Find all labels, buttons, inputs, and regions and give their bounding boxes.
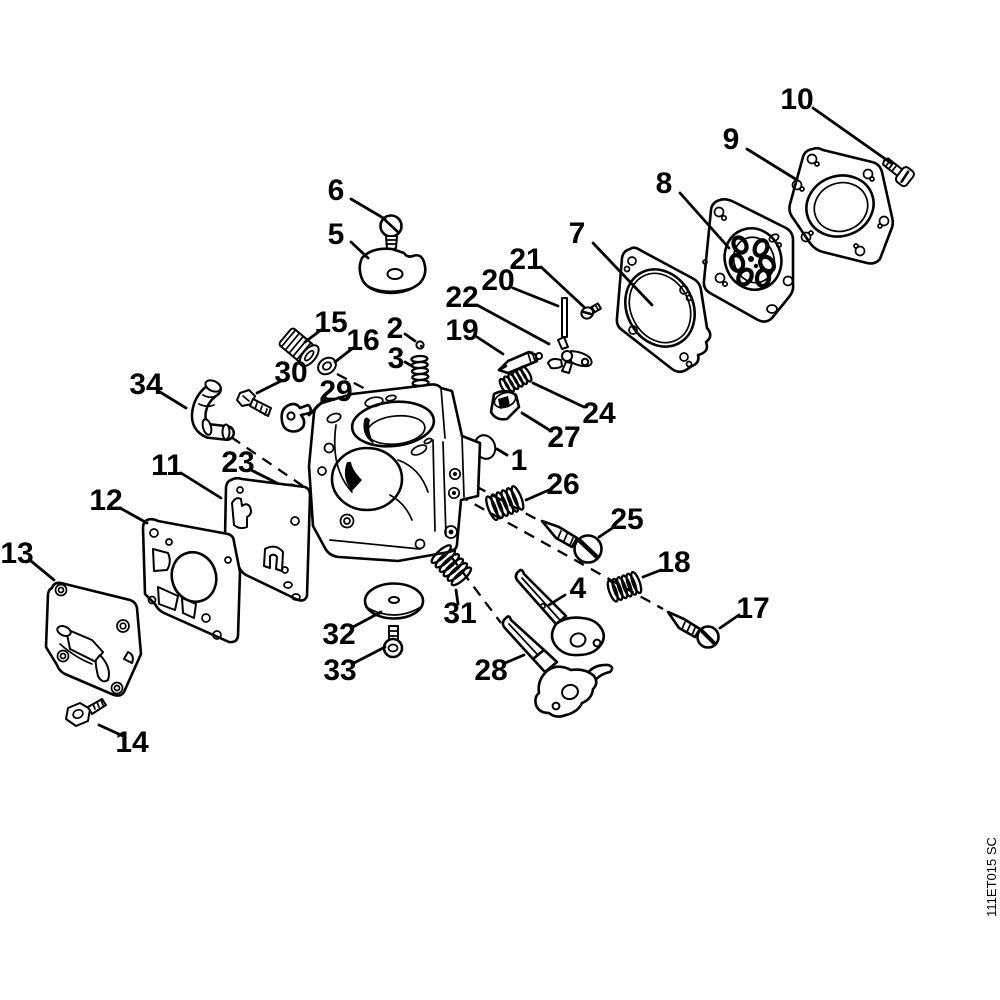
callout-9: 9 [723,123,740,156]
part-30-drawing [236,389,272,417]
part-6-drawing [379,214,403,251]
callout-5: 5 [328,218,345,251]
callout-leaders [29,106,893,738]
callout-20: 20 [481,264,514,297]
part-7-drawing [615,246,712,374]
callout-22: 22 [445,281,478,314]
callout-19: 19 [445,314,478,347]
callout-33: 33 [323,654,356,687]
part-22-drawing [547,336,593,374]
callout-2: 2 [387,312,404,345]
callout-13: 13 [0,537,33,570]
callout-30: 30 [274,356,307,389]
callout-15: 15 [314,306,347,339]
callout-17: 17 [736,592,769,625]
part-18-drawing [606,571,643,603]
callout-27: 27 [547,421,580,454]
part-20-drawing [561,297,568,338]
callout-12: 12 [89,484,122,517]
part-29-drawing [280,402,312,433]
part-8-drawing [702,198,795,323]
callout-23: 23 [221,446,254,479]
part-32-drawing [363,582,425,620]
part-31-drawing [430,544,473,587]
part-26-drawing [485,485,525,522]
axis-line [457,493,664,611]
part-5-drawing [358,247,427,295]
callout-25: 25 [610,503,643,536]
callout-8: 8 [656,167,673,200]
part-11-drawing [223,476,312,602]
callout-6: 6 [328,174,345,207]
callout-1: 1 [511,444,528,477]
part-24-drawing [498,365,533,396]
callout-10: 10 [780,83,813,116]
callout-31: 31 [443,597,476,630]
callout-4: 4 [570,572,587,605]
axis-line [336,372,376,396]
part-10-drawing [882,157,915,188]
part-3-drawing [410,354,430,388]
figure-code: 111ET015 SC [984,837,999,917]
part-13-drawing [44,581,143,697]
callout-7: 7 [569,217,586,250]
part-17-drawing [666,610,720,649]
callout-28: 28 [474,654,507,687]
callout-labels: 10 9 8 7 6 5 21 20 22 19 2 3 15 16 30 29… [0,83,813,759]
carburetor-body-drawing [307,383,482,563]
callout-14: 14 [115,726,149,759]
callout-21: 21 [509,243,542,276]
callout-24: 24 [582,397,616,430]
part-15-drawing [278,327,320,368]
callout-3: 3 [388,342,405,375]
part-27-drawing [489,389,521,421]
callout-26: 26 [546,468,579,501]
part-19-drawing [497,350,543,375]
part-2-drawing [415,340,425,350]
callout-29: 29 [319,375,352,408]
callout-18: 18 [657,546,690,579]
callout-16: 16 [346,324,379,357]
part-34-drawing [190,379,235,441]
part-28-drawing [501,615,614,718]
part-4-drawing [514,568,606,657]
part-9-drawing [788,146,895,265]
callout-32: 32 [322,618,355,651]
part-12-drawing [141,517,242,644]
callout-34: 34 [129,368,163,401]
part-33-drawing [382,625,404,659]
part-14-drawing [65,698,107,727]
callout-11: 11 [151,449,183,482]
part-25-drawing [540,519,603,564]
